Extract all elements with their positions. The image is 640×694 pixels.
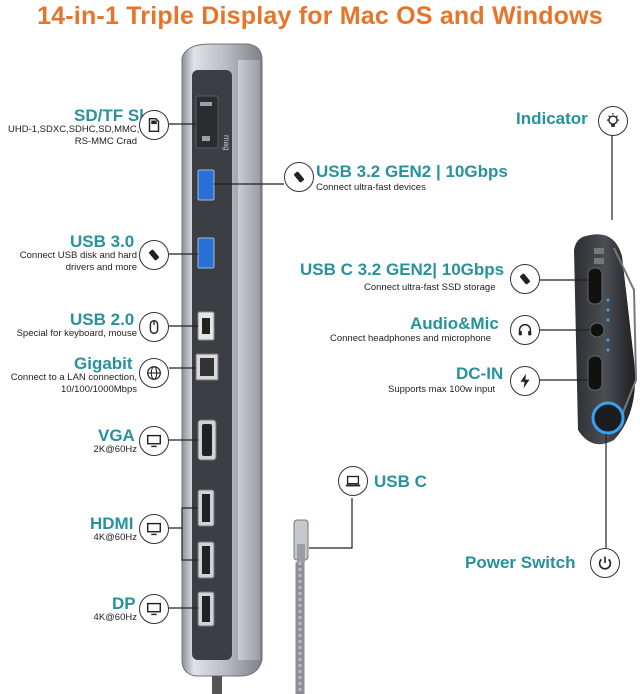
hub-end-cap (574, 234, 638, 445)
sd-card-icon (139, 110, 169, 140)
usb30-desc-line-2: drivers and more (65, 262, 137, 273)
monitor-icon (139, 514, 169, 544)
usb-c-cable (293, 519, 309, 694)
gigabit-title: Gigabit (74, 354, 133, 373)
globe-icon (139, 358, 169, 388)
power-icon (590, 548, 620, 578)
vga-title: VGA (98, 426, 135, 445)
monitor-icon (139, 426, 169, 456)
usb-stick-icon (284, 162, 314, 192)
usb30-title: USB 3.0 (70, 232, 135, 251)
usbc32-desc: Connect ultra-fast SSD storage (364, 282, 496, 293)
usb32-title: USB 3.2 GEN2 | 10Gbps (316, 162, 508, 181)
power-title: Power Switch (465, 553, 576, 572)
audio-title: Audio&Mic (410, 314, 499, 333)
callout-lines (169, 123, 613, 609)
usb30-desc: Connect USB disk and hard drivers and mo… (8, 250, 137, 274)
bulb-icon (598, 106, 628, 136)
usb20-desc-line-1: Special for keyboard, mouse (16, 328, 137, 339)
usbc-title: USB C (374, 472, 427, 491)
sd-slot-title: SD/TF Slot (74, 106, 160, 125)
dcin-title: DC-IN (456, 364, 504, 383)
brand-label: mag (222, 135, 231, 151)
gigabit-desc: Connect to a LAN connection, 10/100/1000… (0, 372, 137, 396)
gigabit-desc-line-2: 10/100/1000Mbps (60, 384, 137, 395)
indicator-title: Indicator (516, 109, 588, 128)
usb-stick-icon (139, 240, 169, 270)
usb30-desc-line-1: Connect USB disk and hard (19, 250, 137, 261)
hub-body: mag (181, 43, 263, 694)
gigabit-desc-line-1: Connect to a LAN connection, (10, 372, 137, 383)
monitor-icon (139, 594, 169, 624)
usb-stick-icon (510, 264, 540, 294)
page-title: 14-in-1 Triple Display for Mac OS and Wi… (37, 2, 603, 30)
usbc32-title: USB C 3.2 GEN2| 10Gbps (300, 260, 505, 279)
audio-desc: Connect headphones and microphone (330, 333, 492, 344)
hdmi-desc: 4K@60Hz (93, 532, 137, 543)
dcin-desc: Supports max 100w input (388, 384, 496, 395)
headphones-icon (510, 315, 540, 345)
bolt-icon (510, 366, 540, 396)
vga-desc: 2K@60Hz (93, 444, 137, 455)
sd-slot-desc-line-2: RS-MMC Crad (74, 136, 137, 147)
dp-desc: 4K@60Hz (93, 612, 137, 623)
dp-title: DP (112, 594, 136, 613)
sd-slot-desc: UHD-1,SDXC,SDHC,SD,MMC, RS-MMC Crad (8, 124, 140, 148)
usb32-desc: Connect ultra-fast devices (316, 182, 426, 193)
usb20-desc: Special for keyboard, mouse (0, 328, 137, 340)
sd-slot-desc-line-1: UHD-1,SDXC,SDHC,SD,MMC, (8, 124, 140, 135)
laptop-icon (338, 466, 368, 496)
hdmi-title: HDMI (90, 514, 134, 533)
usb20-title: USB 2.0 (70, 310, 135, 329)
mouse-icon (139, 312, 169, 342)
